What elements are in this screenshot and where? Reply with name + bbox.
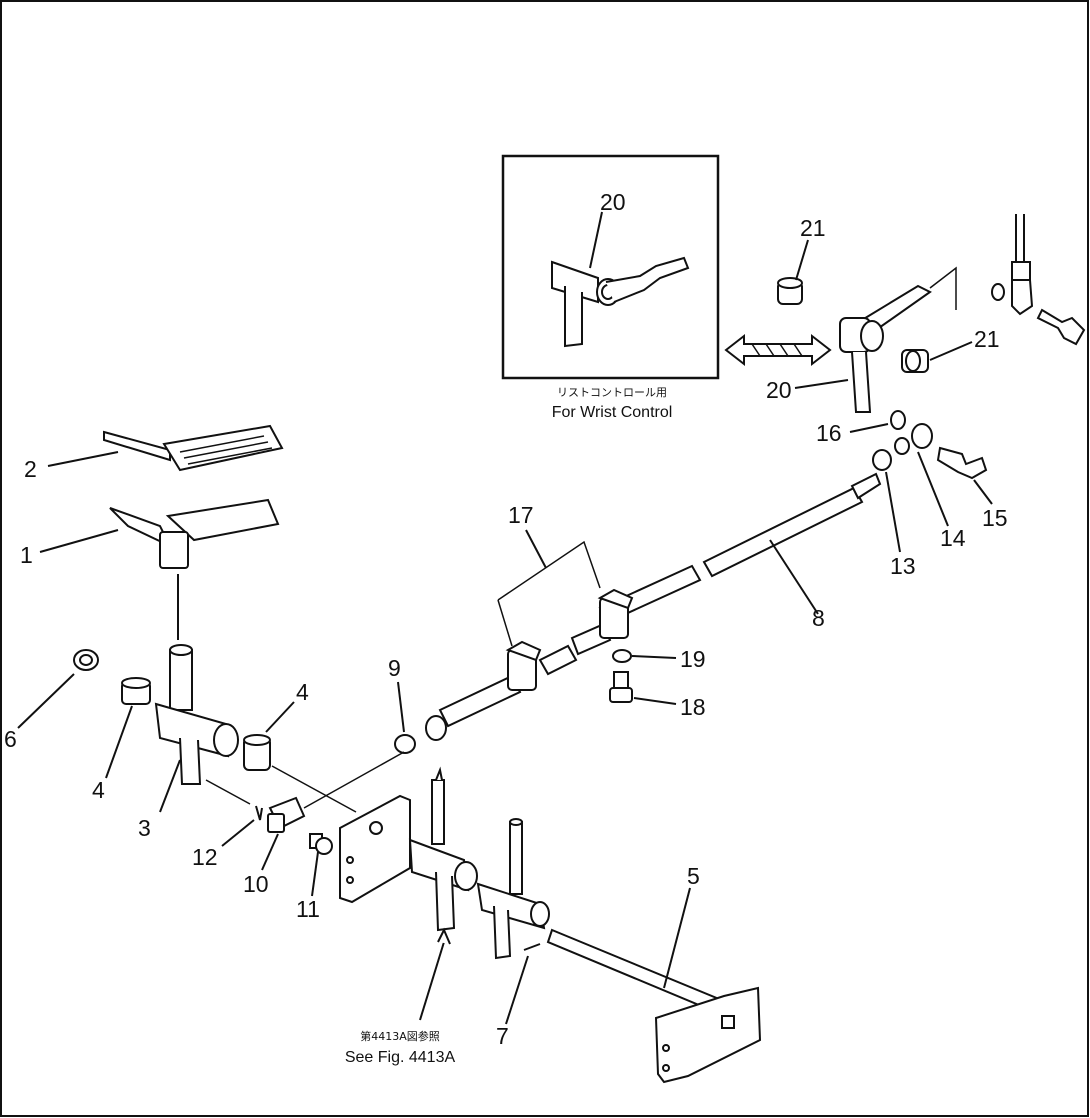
callout-3: 3 <box>138 815 151 841</box>
callout-18: 18 <box>680 694 706 720</box>
fig-caption-jp: 第4413A図参照 <box>360 1029 440 1043</box>
callout-16: 16 <box>816 420 842 446</box>
parts-10-12-clevis <box>221 751 405 897</box>
part-3-lever <box>154 644 251 813</box>
callout-4b: 4 <box>296 679 309 705</box>
callout-7: 7 <box>496 1023 509 1049</box>
callout-17: 17 <box>508 502 534 528</box>
callout-6: 6 <box>4 726 17 752</box>
callout-12: 12 <box>192 844 218 870</box>
cable-end <box>991 214 1086 346</box>
callout-9: 9 <box>388 655 401 681</box>
callout-labels: 1 2 3 4 4 5 6 7 8 9 10 11 12 13 14 15 16… <box>4 189 1008 1049</box>
bracket-plate <box>339 794 411 904</box>
wrist-caption-jp: リストコントロール用 <box>557 386 667 399</box>
part-8-shaft <box>598 472 882 624</box>
callout-4: 4 <box>92 777 105 803</box>
callout-21-right: 21 <box>974 326 1000 352</box>
captions: リストコントロール用 For Wrist Control 第4413A図参照 S… <box>345 386 672 1066</box>
callout-20: 20 <box>766 377 792 403</box>
part-21-bushing-top <box>777 239 809 305</box>
callout-13: 13 <box>890 553 916 579</box>
part-5-rod-bracket <box>546 887 762 1084</box>
part-17-bracket-assembly <box>394 529 634 754</box>
callout-10: 10 <box>243 871 269 897</box>
fig-4413a-lever <box>408 766 478 1021</box>
part-7-lever-pin <box>476 818 550 1025</box>
callout-11: 11 <box>296 896 320 922</box>
part-4-bushings <box>105 677 357 813</box>
fig-caption-en: See Fig. 4413A <box>345 1049 456 1066</box>
part-2-pedal-cover <box>47 424 284 472</box>
callout-20-inset: 20 <box>600 189 626 215</box>
parts-18-19-bolt-washer <box>609 649 677 705</box>
part-21-bushing-right <box>901 341 973 373</box>
callout-2: 2 <box>24 456 37 482</box>
wrist-control-inset <box>501 154 720 380</box>
callout-8: 8 <box>812 605 825 631</box>
callout-1: 1 <box>20 542 33 568</box>
callout-15: 15 <box>982 505 1008 531</box>
callout-19: 19 <box>680 646 706 672</box>
parts-13-16-hardware <box>849 410 993 553</box>
part-1-pedal <box>39 498 280 640</box>
part-6-washer <box>17 649 99 729</box>
callout-5: 5 <box>687 863 700 889</box>
callout-14: 14 <box>940 525 966 551</box>
wrist-caption-en: For Wrist Control <box>552 404 673 421</box>
part-20-lever <box>794 266 957 413</box>
callout-21-top: 21 <box>800 215 826 241</box>
exchange-arrow <box>724 333 832 367</box>
